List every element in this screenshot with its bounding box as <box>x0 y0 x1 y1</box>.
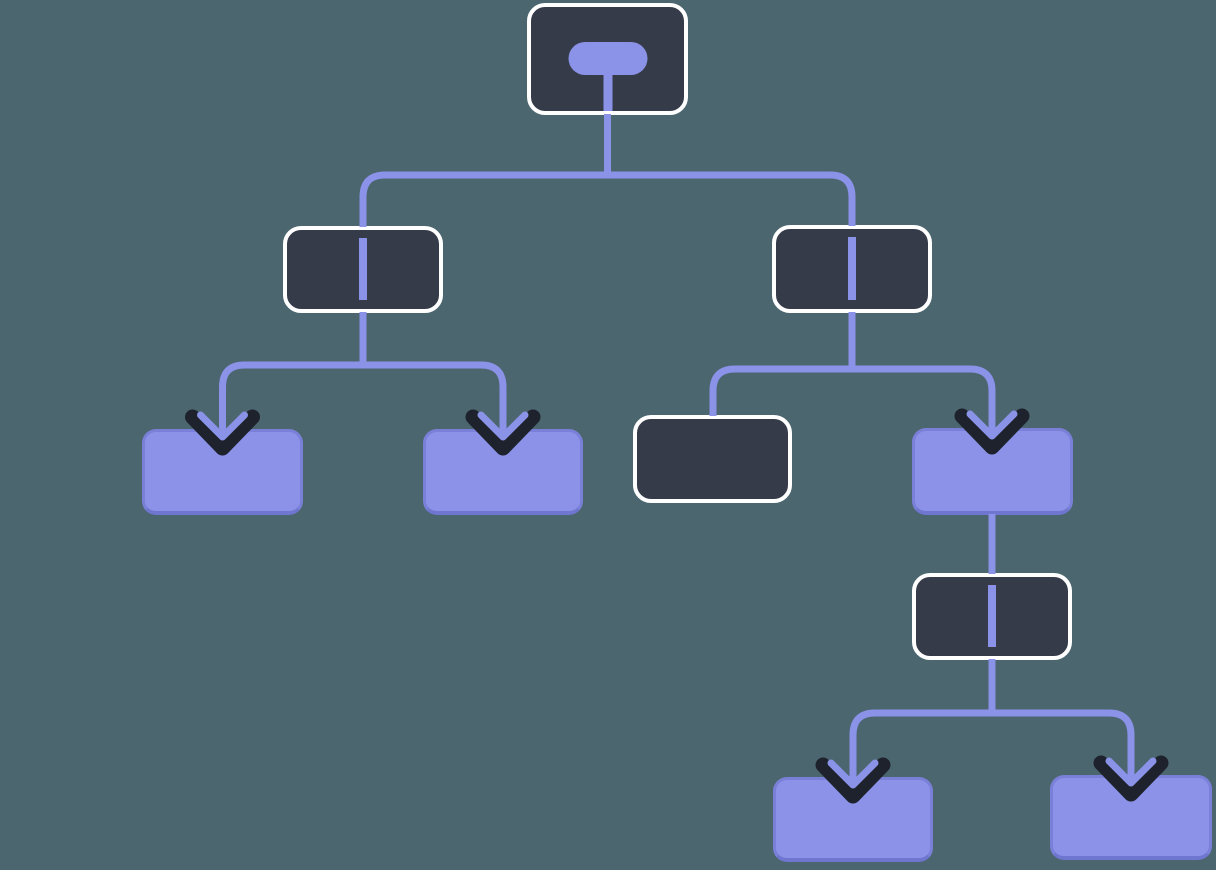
pass-through-line-icon <box>988 585 996 647</box>
branch-node-left[interactable] <box>283 226 443 313</box>
leaf-node-1[interactable] <box>142 429 303 515</box>
leaf-node-4[interactable] <box>1050 775 1212 860</box>
leaf-node-2[interactable] <box>423 429 583 515</box>
target-node-right[interactable] <box>912 428 1073 515</box>
plain-dark-node[interactable] <box>633 415 792 503</box>
root-stem-icon <box>603 73 612 111</box>
branch-node-right[interactable] <box>772 225 932 313</box>
pass-through-line-icon <box>848 237 856 300</box>
pass-through-line-icon <box>359 238 367 300</box>
branch-node-lower[interactable] <box>912 573 1072 660</box>
root-pill-icon <box>568 42 647 75</box>
root-node[interactable] <box>527 3 688 115</box>
leaf-node-3[interactable] <box>773 777 933 862</box>
